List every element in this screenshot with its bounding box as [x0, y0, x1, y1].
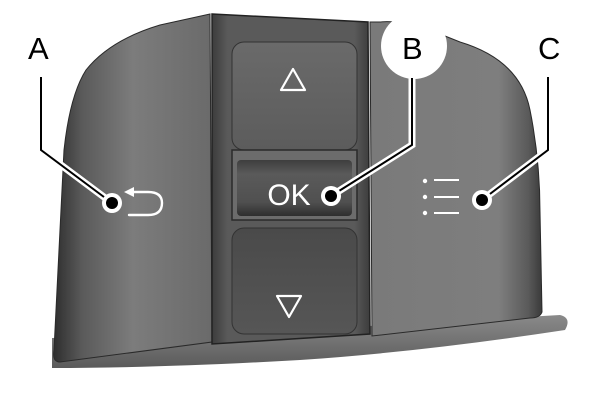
down-button[interactable]: [231, 227, 358, 335]
list-menu-icon: [422, 178, 459, 216]
up-button[interactable]: [231, 41, 358, 151]
ok-label: OK: [267, 179, 310, 212]
ok-button[interactable]: OK: [231, 149, 358, 221]
triangle-up-icon: [279, 67, 307, 92]
callout-label-b: B: [402, 31, 423, 66]
callout-line-b: [321, 13, 447, 206]
back-arrow-icon: [124, 187, 164, 217]
triangle-down-icon: [275, 294, 303, 319]
back-button[interactable]: [53, 13, 213, 363]
callout-label-a: A: [28, 31, 49, 66]
callout-label-c: C: [538, 31, 561, 66]
callout-line-c: [472, 77, 552, 210]
callout-line-a: [37, 77, 122, 213]
